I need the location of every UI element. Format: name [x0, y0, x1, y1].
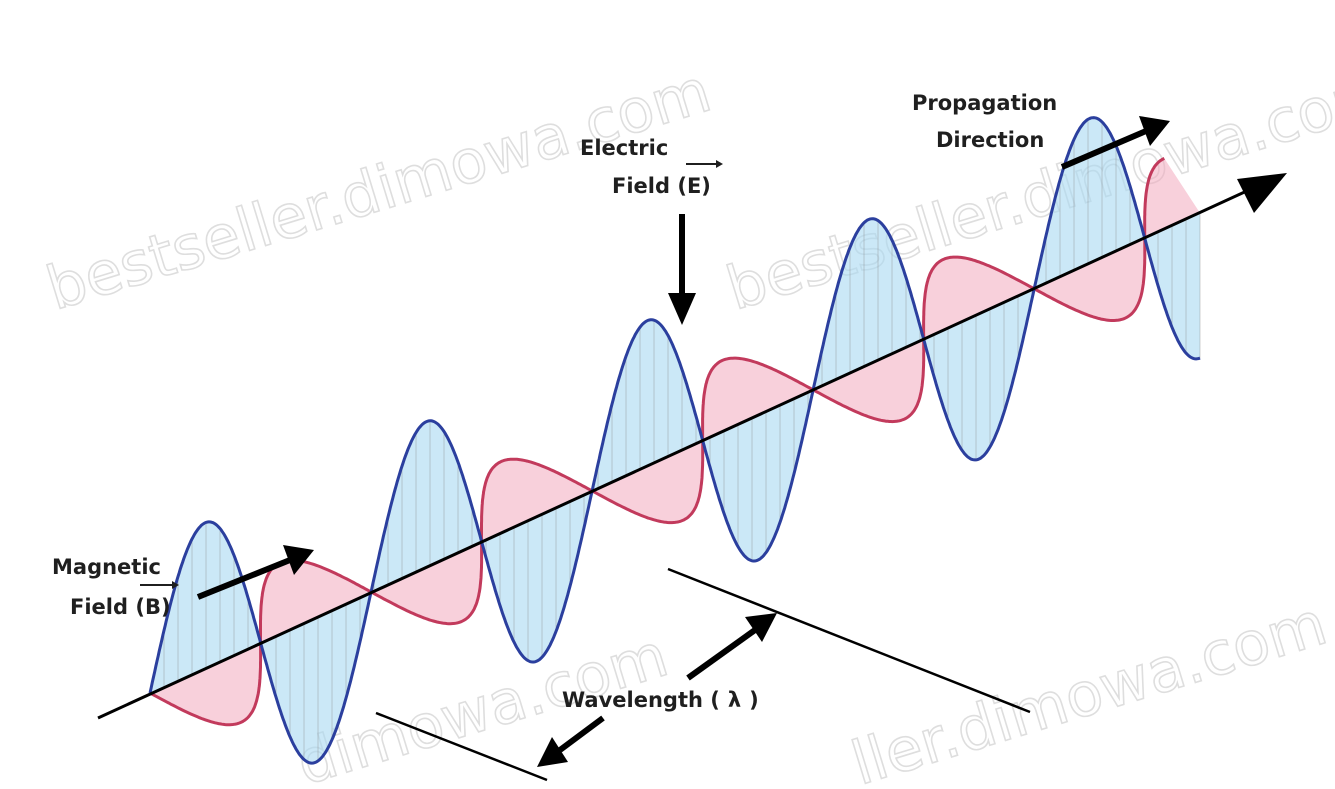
magnetic-field-symbol: B [145, 595, 161, 619]
wavelength-symbol: λ [728, 688, 741, 712]
electric-field-area [150, 117, 1200, 764]
wavelength-pointer-left [537, 715, 605, 767]
wavelength-bracket-right [667, 567, 1031, 714]
wavelength-label-suffix: ) [749, 688, 759, 712]
electric-field-fill [150, 117, 1200, 764]
magnetic-field-label-suffix: ) [161, 595, 171, 619]
propagation-axis-arrowhead [1237, 173, 1287, 213]
magnetic-field-label-line2: Field (B) [70, 595, 171, 619]
magnetic-field-label-prefix: Field ( [70, 595, 145, 619]
magnetic-field-pointer [196, 545, 314, 600]
magnetic-field-label-line1: Magnetic [52, 555, 161, 579]
propagation-direction-label-line2: Direction [936, 128, 1044, 152]
propagation-direction-pointer [1060, 116, 1170, 170]
electric-field-pointer [668, 214, 696, 325]
magnetic-field-area [150, 158, 1200, 725]
magnetic-vector-bar-tip [172, 581, 179, 589]
electric-field-label-line2: Field (E) [612, 174, 711, 198]
electric-field-label-prefix: Field ( [612, 174, 687, 198]
propagation-axis [97, 182, 1263, 720]
magnetic-field-fill [150, 158, 1200, 725]
wavelength-bracket-left [375, 711, 548, 782]
electric-vector-bar-tip [716, 160, 723, 168]
wavelength-pointer-right [686, 613, 777, 681]
watermark-bottom-right: ller.dimowa.com [844, 589, 1334, 789]
electric-field-label-line1: Electric [580, 136, 668, 160]
electric-field-label-suffix: ) [701, 174, 711, 198]
electric-field-symbol: E [687, 174, 701, 198]
wavelength-label-prefix: Wavelength ( [562, 688, 720, 712]
field-hatching [163, 119, 1201, 761]
propagation-direction-label-line1: Propagation [912, 91, 1057, 115]
wavelength-label: Wavelength ( λ) [562, 688, 759, 712]
electric-field-curve [148, 116, 1201, 765]
